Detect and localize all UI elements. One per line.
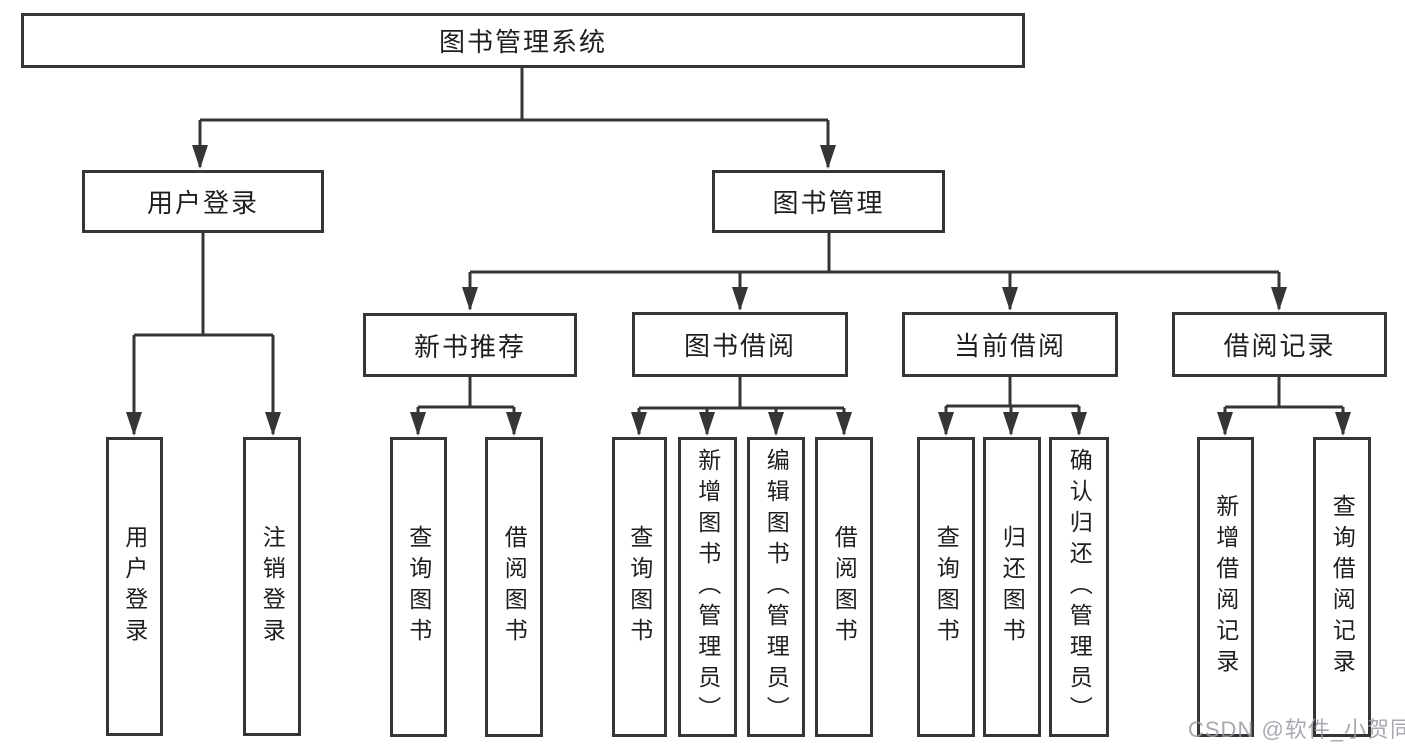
node-br-add-record: 新增借阅记录 bbox=[1197, 437, 1254, 737]
arrow-cb-query-books bbox=[938, 412, 954, 436]
node-rec-query-books: 查询图书 bbox=[390, 437, 447, 737]
arrow-bb-add-books bbox=[699, 412, 715, 436]
node-user-login-action: 用户登录 bbox=[106, 437, 163, 736]
node-bb-add-books: 新增图书（管理员） bbox=[678, 437, 737, 737]
node-logout-action: 注销登录 bbox=[243, 437, 301, 736]
node-bb-query-books: 查询图书 bbox=[612, 437, 667, 737]
arrow-borrow-records bbox=[1271, 287, 1287, 311]
connector-paths bbox=[132, 68, 1345, 434]
connector-user-login bbox=[132, 233, 275, 434]
node-user-login-action-label: 用户登录 bbox=[121, 524, 148, 649]
connector-new-book-rec bbox=[416, 377, 516, 434]
node-rec-borrow-books-label: 借阅图书 bbox=[501, 525, 528, 649]
node-book-mgmt: 图书管理 bbox=[712, 170, 945, 233]
node-cb-confirm-return-label: 确认归还（管理员） bbox=[1066, 447, 1093, 727]
arrow-book-borrow bbox=[732, 287, 748, 311]
node-br-add-record-label: 新增借阅记录 bbox=[1212, 494, 1239, 680]
node-borrow-records-label: 借阅记录 bbox=[1223, 331, 1336, 361]
arrow-user-login-action bbox=[126, 412, 142, 436]
connector-book-borrow bbox=[637, 377, 846, 434]
arrow-new-book-rec bbox=[462, 287, 478, 311]
node-user-login: 用户登录 bbox=[82, 170, 324, 233]
arrow-rec-borrow-books bbox=[506, 412, 522, 436]
node-new-book-rec-label: 新书推荐 bbox=[413, 331, 526, 362]
node-br-query-record: 查询借阅记录 bbox=[1313, 437, 1371, 737]
node-new-book-rec: 新书推荐 bbox=[363, 313, 577, 377]
node-cb-query-books-label: 查询图书 bbox=[933, 525, 960, 649]
arrow-br-add-record bbox=[1217, 412, 1233, 436]
arrowheads bbox=[126, 145, 1351, 436]
arrow-bb-borrow-books bbox=[836, 412, 852, 436]
node-bb-edit-books-label: 编辑图书（管理员） bbox=[763, 447, 790, 727]
arrow-cb-return-books bbox=[1003, 412, 1019, 436]
node-bb-query-books-label: 查询图书 bbox=[626, 525, 653, 649]
node-cb-return-books: 归还图书 bbox=[983, 437, 1041, 737]
arrow-bb-query-books bbox=[631, 412, 647, 436]
node-book-mgmt-label: 图书管理 bbox=[772, 188, 885, 218]
csdn-watermark: CSDN @软件_小贺同学 bbox=[1188, 717, 1405, 742]
node-root-label: 图书管理系统 bbox=[438, 27, 607, 57]
arrow-cb-confirm-return bbox=[1071, 412, 1087, 436]
node-logout-action-label: 注销登录 bbox=[259, 524, 286, 649]
arrow-book-mgmt bbox=[820, 145, 836, 169]
node-borrow-records: 借阅记录 bbox=[1172, 312, 1387, 377]
arrow-user-login bbox=[192, 145, 208, 169]
arrow-br-query-record bbox=[1335, 412, 1351, 436]
node-user-login-label: 用户登录 bbox=[146, 188, 259, 218]
arrow-bb-edit-books bbox=[768, 412, 784, 436]
node-book-borrow: 图书借阅 bbox=[632, 312, 848, 377]
node-cb-confirm-return: 确认归还（管理员） bbox=[1049, 437, 1109, 737]
node-rec-query-books-label: 查询图书 bbox=[405, 525, 432, 649]
node-current-borrow-label: 当前借阅 bbox=[953, 331, 1066, 361]
node-cb-return-books-label: 归还图书 bbox=[999, 525, 1026, 649]
node-current-borrow: 当前借阅 bbox=[902, 312, 1118, 377]
node-bb-borrow-books-label: 借阅图书 bbox=[831, 525, 858, 649]
connector-root bbox=[198, 68, 830, 167]
node-book-borrow-label: 图书借阅 bbox=[683, 331, 796, 361]
arrow-logout-action bbox=[265, 412, 281, 436]
node-bb-borrow-books: 借阅图书 bbox=[815, 437, 873, 737]
node-bb-add-books-label: 新增图书（管理员） bbox=[694, 447, 721, 727]
connector-book-mgmt bbox=[468, 233, 1281, 309]
connector-borrow-records bbox=[1223, 377, 1345, 434]
node-root: 图书管理系统 bbox=[21, 13, 1025, 68]
node-bb-edit-books: 编辑图书（管理员） bbox=[747, 437, 805, 737]
node-cb-query-books: 查询图书 bbox=[917, 437, 975, 737]
node-rec-borrow-books: 借阅图书 bbox=[485, 437, 543, 737]
node-br-query-record-label: 查询借阅记录 bbox=[1329, 494, 1356, 680]
arrow-rec-query-books bbox=[410, 412, 426, 436]
arrow-current-borrow bbox=[1002, 287, 1018, 311]
